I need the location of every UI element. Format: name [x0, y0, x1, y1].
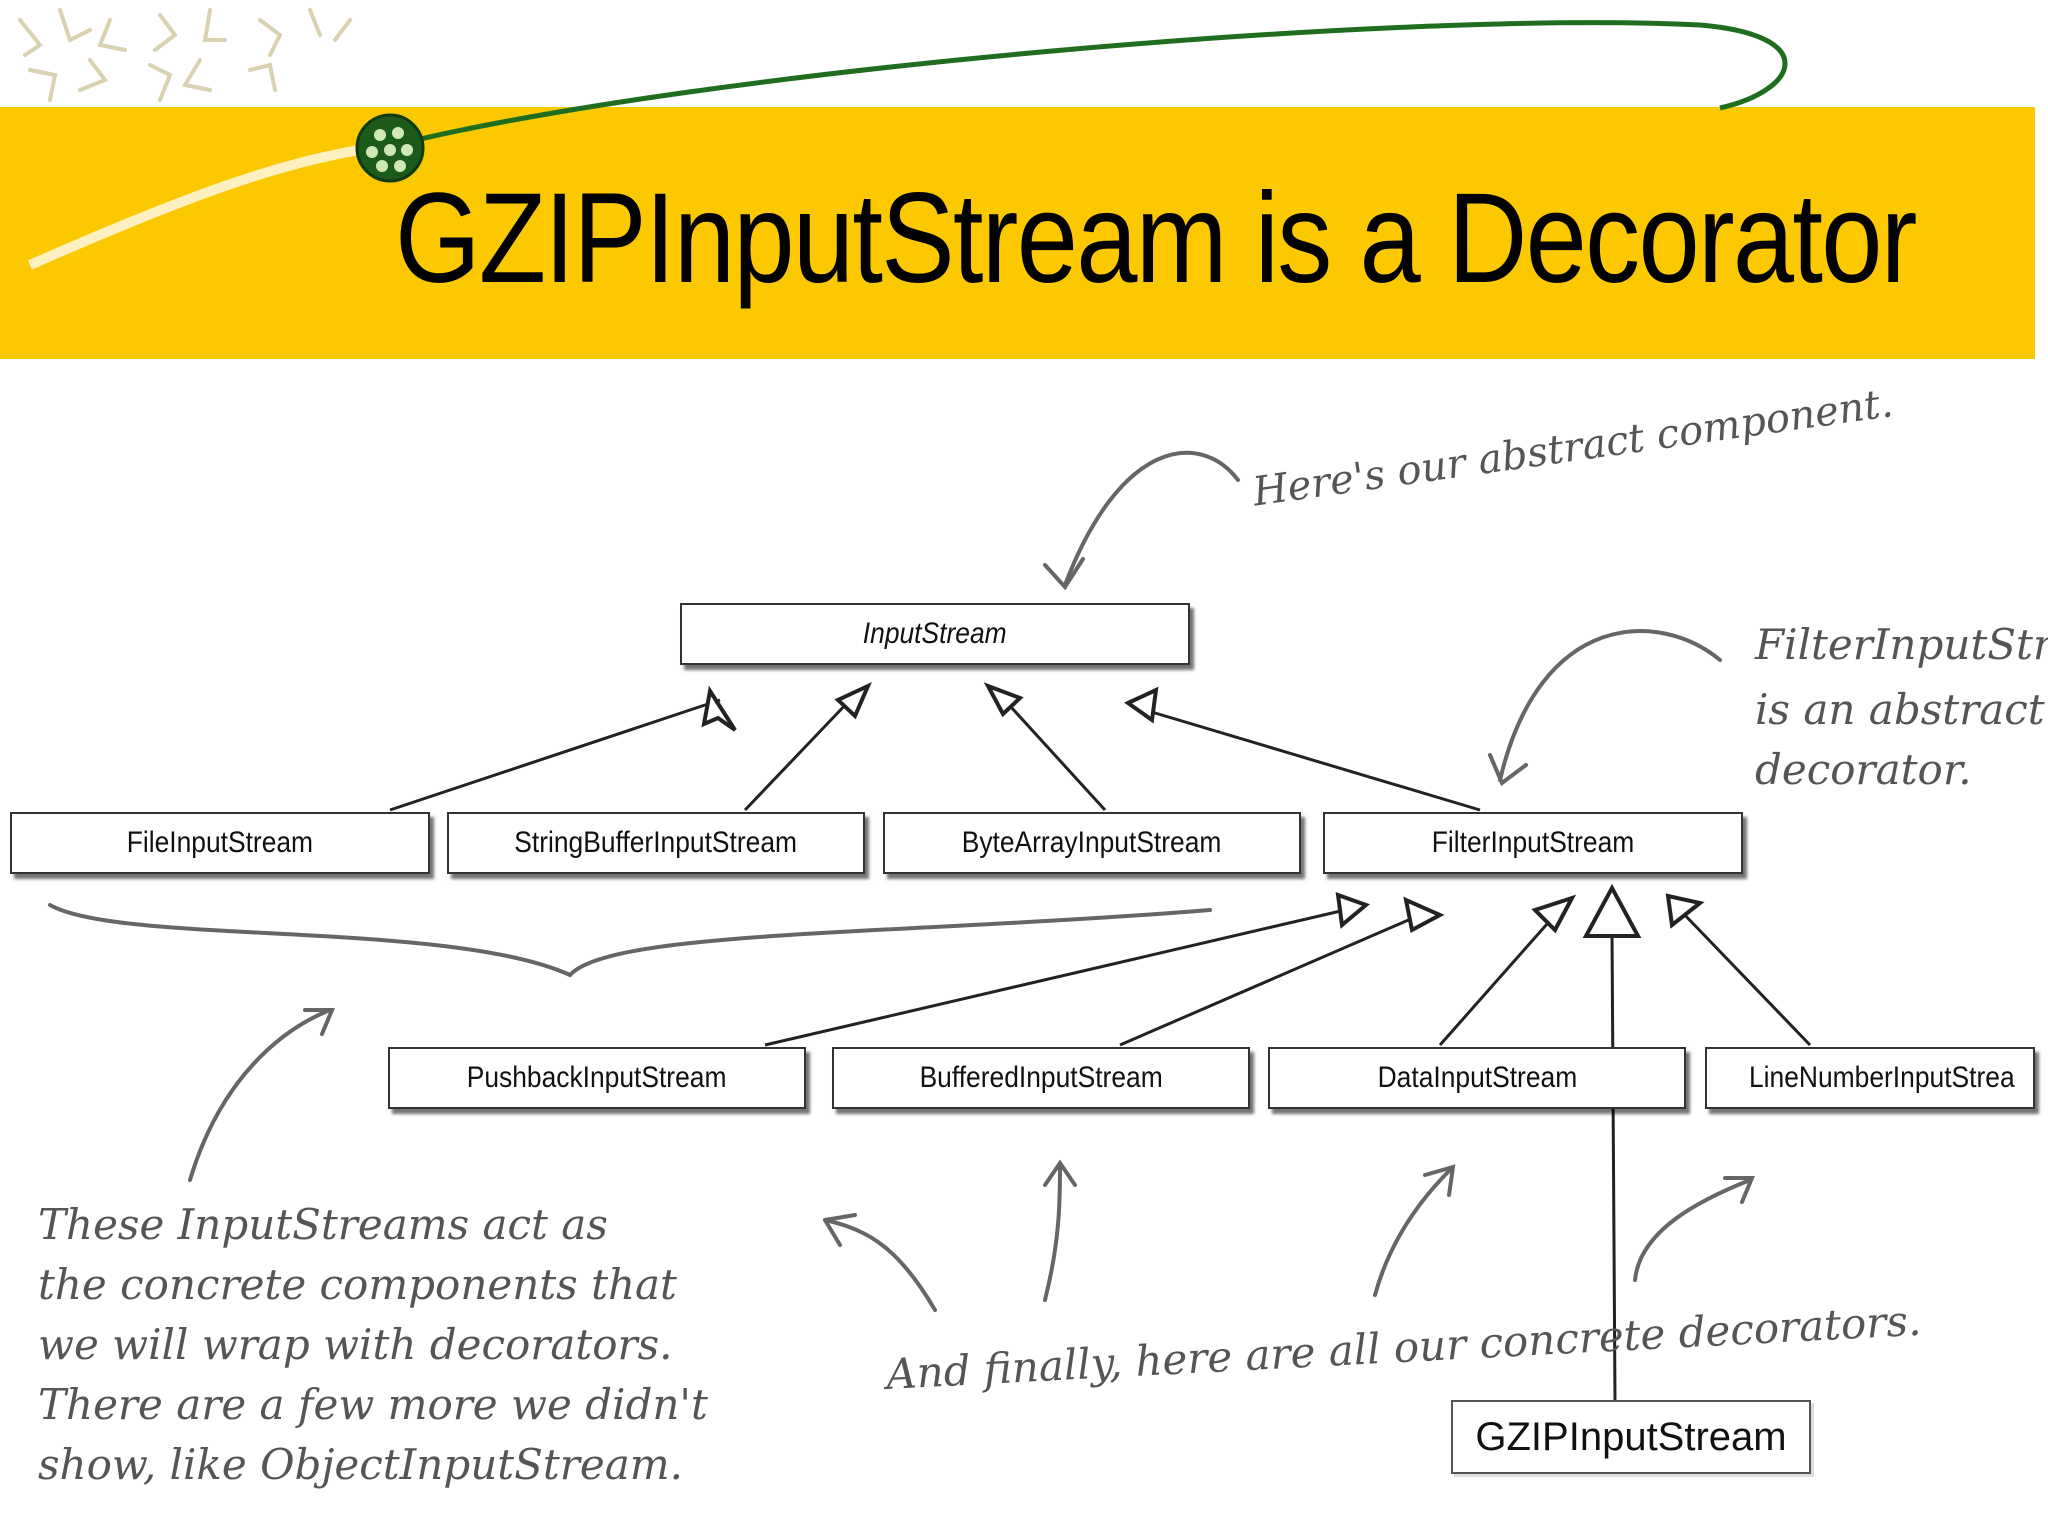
linenumber-to-filter-line [1678, 908, 1812, 1047]
gzip-to-filter-line [1610, 931, 1617, 1401]
curve-decorator-1 [823, 1218, 937, 1312]
buffered-to-filter-line [1119, 913, 1421, 1047]
class-pushbackinputstream: PushbackInputStream [388, 1047, 806, 1109]
arrowhead-sb [834, 681, 872, 720]
class-gzipinputstream: GZIPInputStream [1451, 1400, 1811, 1474]
filter-to-inputstream-line [1144, 708, 1481, 812]
note-abstract-decorator-line1: FilterInputStre [1755, 620, 2048, 669]
class-filterinputstream: FilterInputStream [1323, 812, 1743, 874]
arrowhead-filter [1124, 686, 1159, 724]
class-inputstream: InputStream [680, 603, 1190, 665]
sb-to-inputstream-line [743, 698, 852, 812]
class-fileinputstream: FileInputStream [10, 812, 430, 874]
arrowhead-file [701, 685, 737, 732]
file-to-inputstream-line [389, 698, 721, 812]
note-concrete-components-line5: show, like ObjectInputStream. [38, 1440, 683, 1489]
note-concrete-components-line3: we will wrap with decorators. [38, 1320, 673, 1369]
arrowhead-buffered [1403, 896, 1445, 934]
curve-abstract-component [1063, 450, 1240, 587]
class-datainputstream: DataInputStream [1268, 1047, 1686, 1109]
arrowhead-pushback [1335, 892, 1370, 929]
class-bufferedinputstream: BufferedInputStream [832, 1047, 1250, 1109]
data-to-filter-line [1438, 914, 1557, 1046]
curve-decorator-4 [1633, 1178, 1752, 1282]
arrowhead-data [1531, 894, 1577, 934]
brace-concrete-components [48, 903, 1212, 978]
class-linenumberinputstream: LineNumberInputStrea [1705, 1047, 2035, 1109]
curve-decorator-3 [1373, 1168, 1452, 1297]
note-abstract-decorator-line2: is an abstract [1755, 685, 2045, 734]
pushback-to-filter-line [764, 908, 1346, 1047]
note-abstract-decorator-line3: decorator. [1755, 745, 1972, 794]
curve-decorator-2 [1043, 1163, 1062, 1302]
curve-abstract-decorator [1498, 629, 1722, 782]
arrowhead-linenumber [1665, 893, 1705, 929]
slide-title: GZIPInputStream is a Decorator [395, 167, 1917, 310]
bytearray-to-inputstream-line [998, 693, 1107, 812]
swoosh-decoration [27, 20, 1788, 270]
curve-concrete-components [188, 1008, 332, 1182]
class-stringbufferinputstream: StringBufferInputStream [447, 812, 865, 874]
class-bytearrayinputstream: ByteArrayInputStream [883, 812, 1301, 874]
note-concrete-components-line1: These InputStreams act as [38, 1200, 608, 1249]
note-concrete-components-line2: the concrete components that [38, 1260, 677, 1309]
note-concrete-components-line4: There are a few more we didn't [38, 1380, 708, 1429]
arrowhead-gzip [1582, 883, 1642, 938]
arrowhead-bytearray [983, 682, 1024, 718]
